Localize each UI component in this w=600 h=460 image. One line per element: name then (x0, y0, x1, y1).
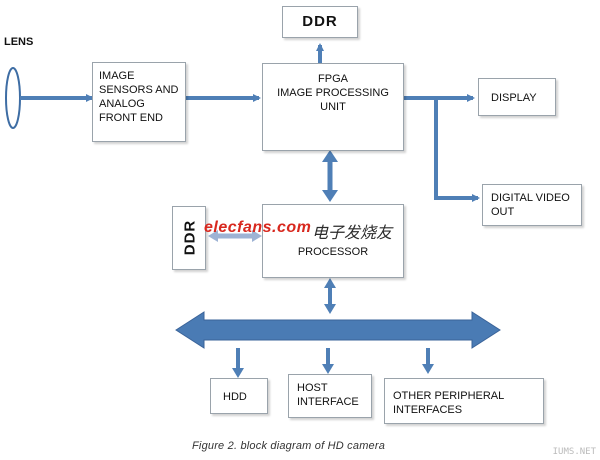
block-host-interface: HOST INTERFACE (288, 374, 372, 418)
block-hdd-label: HDD (223, 391, 247, 403)
lens-label: LENS (4, 36, 34, 48)
figure-caption: Figure 2. block diagram of HD camera (192, 440, 386, 452)
arrow-fpga-to-digital-video (434, 98, 480, 202)
arrowhead-processor-bus-top (324, 278, 336, 288)
block-display-label: DISPLAY (491, 92, 537, 104)
block-other-peripheral: OTHER PERIPHERAL INTERFACES (384, 378, 544, 424)
arrowhead-fpga-processor-top (322, 150, 338, 162)
arrowhead-fpga-processor-bottom (322, 190, 338, 202)
block-digital-video-out: DIGITAL VIDEO OUT (482, 184, 582, 226)
arrowhead-bus-peripheral (422, 364, 434, 374)
watermark-chinese-text: 电子发烧友 (312, 223, 393, 242)
corner-watermark: IUMS.NET (552, 447, 596, 457)
block-hdd: HDD (210, 378, 268, 414)
arrowhead-bus-host (322, 364, 334, 374)
system-bus-arrow (175, 311, 501, 349)
block-other-peripheral-label: OTHER PERIPHERAL INTERFACES (393, 390, 505, 416)
block-processor: PROCESSOR (262, 204, 404, 278)
block-ddr-top-label: DDR (302, 13, 338, 30)
arrowhead-ddr-left (208, 230, 218, 242)
block-image-sensor-label: IMAGE SENSORS AND ANALOG FRONT END (99, 70, 179, 124)
watermark-logo-text: elecfans.com (204, 219, 312, 236)
block-fpga-label: FPGA IMAGE PROCESSING UNIT (277, 73, 389, 113)
block-host-interface-label: HOST INTERFACE (297, 382, 359, 408)
arrowhead-processor-bus-bottom (324, 304, 336, 314)
arrowhead-processor-left (252, 230, 262, 242)
block-digital-video-out-label: DIGITAL VIDEO OUT (491, 192, 570, 218)
block-processor-label: PROCESSOR (297, 246, 369, 258)
lens-icon (5, 67, 21, 129)
block-ddr-left: DDR (172, 206, 206, 270)
block-fpga: FPGA IMAGE PROCESSING UNIT (262, 63, 404, 151)
block-ddr-left-label: DDR (181, 219, 199, 256)
block-display: DISPLAY (478, 78, 556, 116)
block-ddr-top: DDR (282, 6, 358, 38)
block-image-sensor: IMAGE SENSORS AND ANALOG FRONT END (92, 62, 186, 142)
arrowhead-bus-hdd (232, 368, 244, 378)
